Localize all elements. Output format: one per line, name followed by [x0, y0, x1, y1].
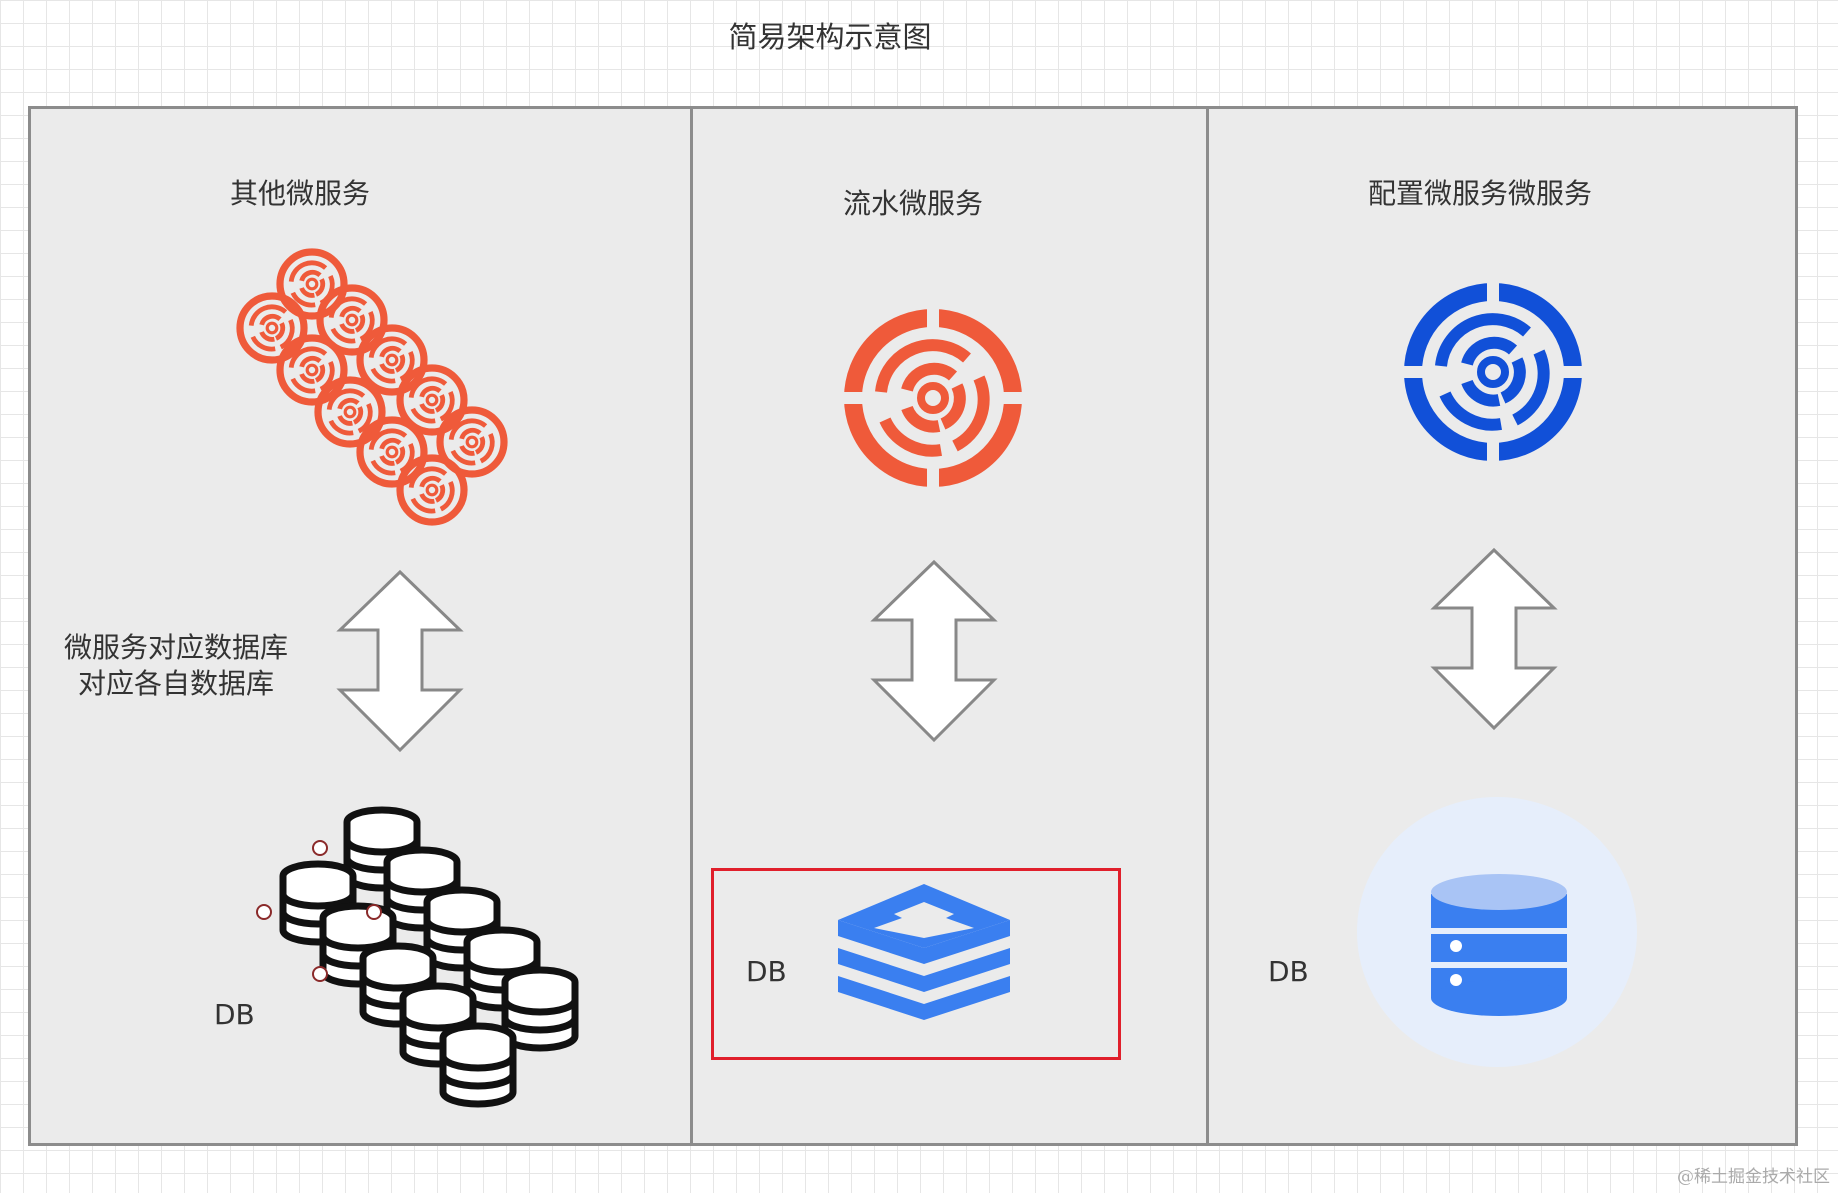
- column-divider: [690, 106, 693, 1146]
- service-label-config: 配置微服务微服务: [1367, 177, 1592, 210]
- db-label-flow: DB: [746, 955, 787, 988]
- selection-handle: [312, 966, 328, 982]
- db-label-other: DB: [214, 998, 255, 1031]
- db-label-config: DB: [1268, 955, 1309, 988]
- note-line-2: 对应各自数据库: [78, 667, 275, 700]
- orange-swirl-icon: [841, 306, 1025, 490]
- double-arrow-icon: [336, 569, 464, 753]
- redis-stack-icon: [838, 884, 1010, 1020]
- double-arrow-icon: [1430, 547, 1558, 731]
- database-icon: [443, 1026, 513, 1104]
- selection-handle: [366, 904, 382, 920]
- column-divider: [1206, 106, 1209, 1146]
- selection-handle: [312, 840, 328, 856]
- note-line-1: 微服务对应数据库: [64, 631, 289, 664]
- service-label-flow: 流水微服务: [842, 187, 983, 220]
- selection-handle: [256, 904, 272, 920]
- diagram-title: 简易架构示意图: [728, 20, 932, 54]
- double-arrow-icon: [870, 559, 998, 743]
- blue-swirl-icon: [1401, 280, 1585, 464]
- highlight-box: [711, 868, 1121, 1060]
- watermark: @稀土掘金技术社区: [1677, 1167, 1830, 1187]
- service-label-other: 其他微服务: [229, 177, 370, 210]
- database-icon: [1357, 797, 1637, 1067]
